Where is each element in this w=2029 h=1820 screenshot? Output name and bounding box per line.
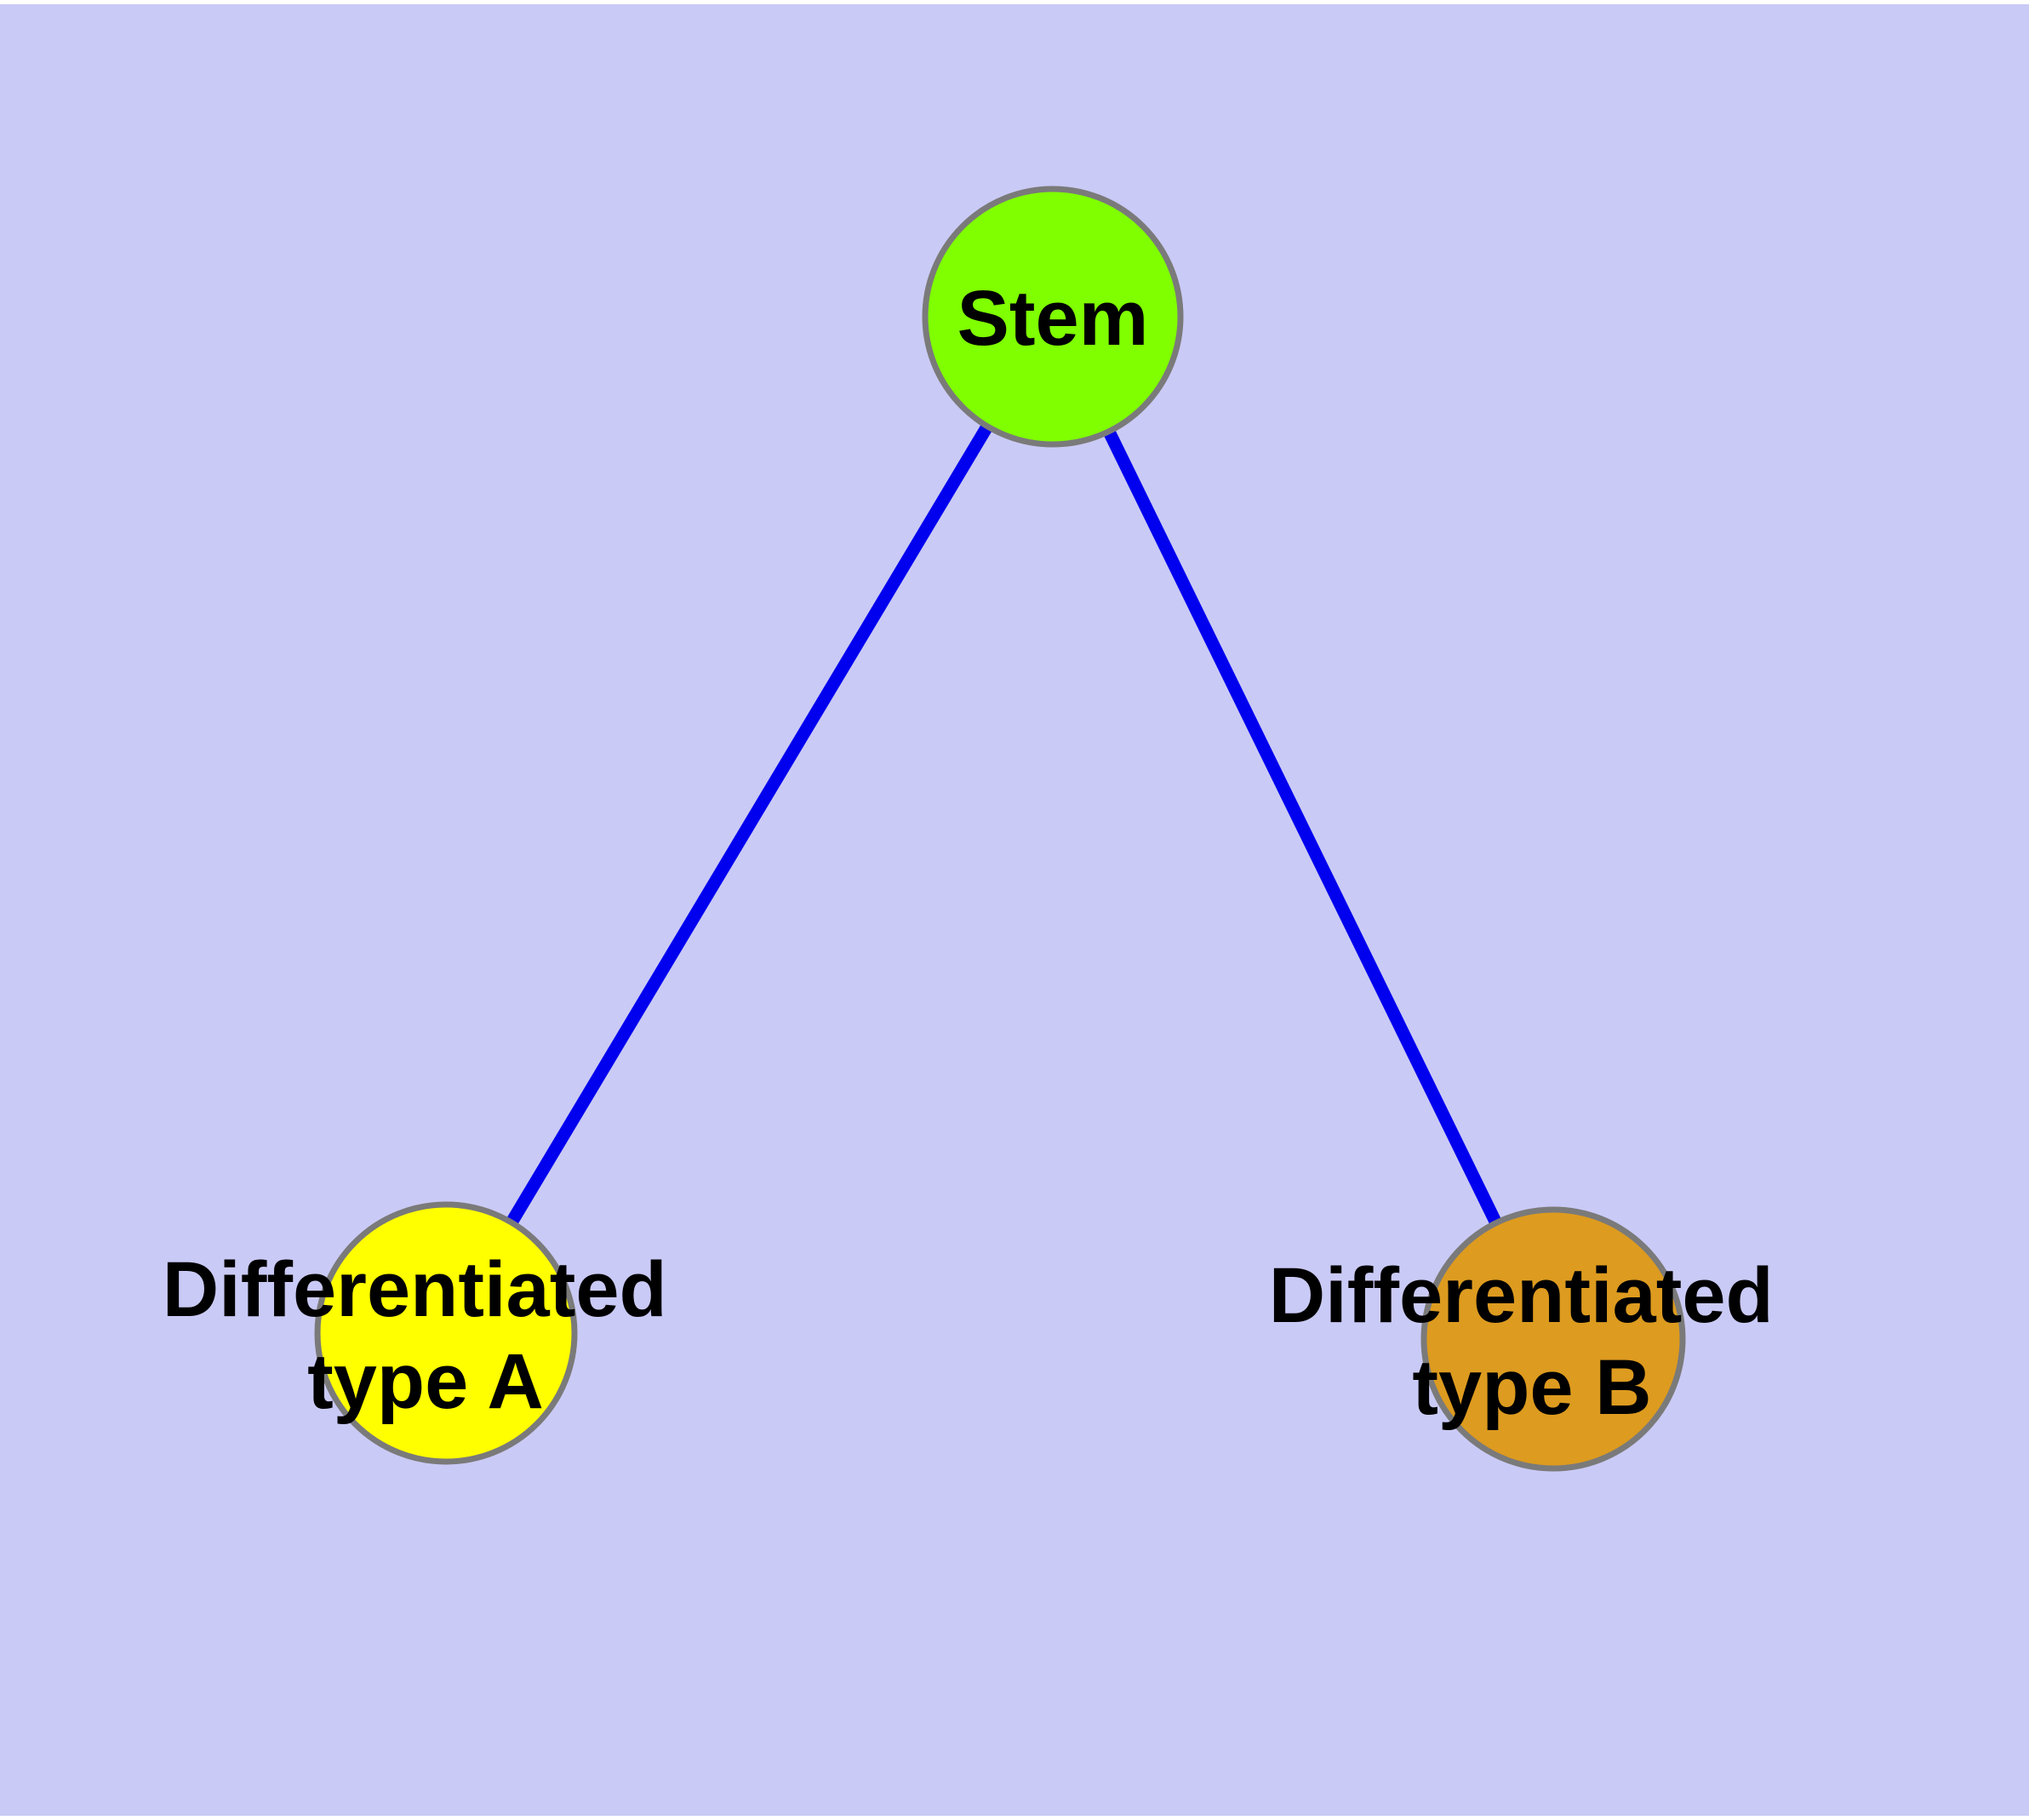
type-a-label-line-2: type A: [307, 1338, 544, 1425]
node-differentiated-type-b: Differentiated type B: [1269, 1206, 1796, 1472]
type-b-label-line-1: Differentiated: [1269, 1252, 1774, 1339]
type-a-label-line-1: Differentiated: [163, 1246, 667, 1333]
type-b-node-circle: [1420, 1206, 1686, 1472]
stem-node-label: Stem: [957, 275, 1149, 362]
type-b-node-label: Differentiated type B: [1269, 1252, 1796, 1431]
edge-stem-to-type-b: [1103, 428, 1502, 1227]
node-differentiated-type-a: Differentiated type A: [163, 1201, 689, 1465]
node-stem: Stem: [922, 186, 1184, 448]
type-a-node-circle: [314, 1201, 578, 1465]
type-a-node-label: Differentiated type A: [163, 1246, 689, 1425]
type-b-label-line-2: type B: [1412, 1344, 1651, 1431]
edge-stem-to-type-a: [506, 423, 993, 1226]
stem-node-circle: [922, 186, 1184, 448]
